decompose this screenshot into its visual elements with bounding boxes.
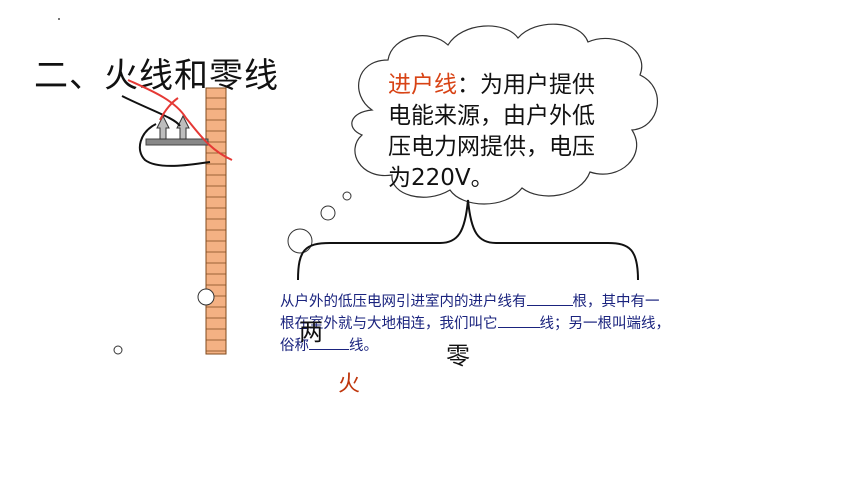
- blank-2[interactable]: [497, 313, 540, 328]
- utility-pole: [205, 87, 227, 355]
- answer-neutral: 零: [446, 342, 470, 370]
- page-title: 二、火线和零线: [34, 56, 279, 96]
- black-wire-lower: [138, 123, 211, 167]
- blank-1[interactable]: [526, 291, 573, 306]
- thought-bubble: [320, 205, 336, 221]
- answer-count: 两: [299, 318, 323, 346]
- question-paragraph: 从户外的低压电网引进室内的进户线有根，其中有一根在室外就与大地相连，我们叫它线；…: [280, 291, 672, 357]
- thought-bubble: [342, 191, 352, 201]
- cloud-body: ：为用户提供电能来源，由户外低压电力网提供，电压为220V。: [388, 72, 595, 191]
- blank-3[interactable]: [309, 335, 349, 350]
- para-part1: 从户外的低压电网引进室内的进户线有: [280, 294, 527, 310]
- small-circle: [197, 288, 215, 306]
- answer-live: 火: [338, 372, 361, 397]
- thought-cloud: [351, 23, 658, 205]
- red-wire-branch: [159, 97, 179, 121]
- cloud-text: 进户线：为用户提供电能来源，由户外低压电力网提供，电压为220V。: [388, 70, 610, 194]
- insulator-icon: [156, 114, 190, 140]
- para-part4: 线。: [349, 338, 378, 354]
- para-part2: 根，其中有一根在室外就与大地相连，我们叫它: [280, 294, 660, 332]
- small-circle: [113, 345, 123, 355]
- curly-brace: [297, 199, 639, 281]
- black-wire: [121, 95, 181, 127]
- thought-bubble: [287, 228, 313, 254]
- crossarm: [145, 138, 209, 146]
- para-part3: 线；另一根叫端线，俗称: [280, 316, 670, 354]
- red-wire: [127, 79, 233, 161]
- decorative-dot: [58, 18, 60, 20]
- cloud-highlight: 进户线: [388, 72, 457, 98]
